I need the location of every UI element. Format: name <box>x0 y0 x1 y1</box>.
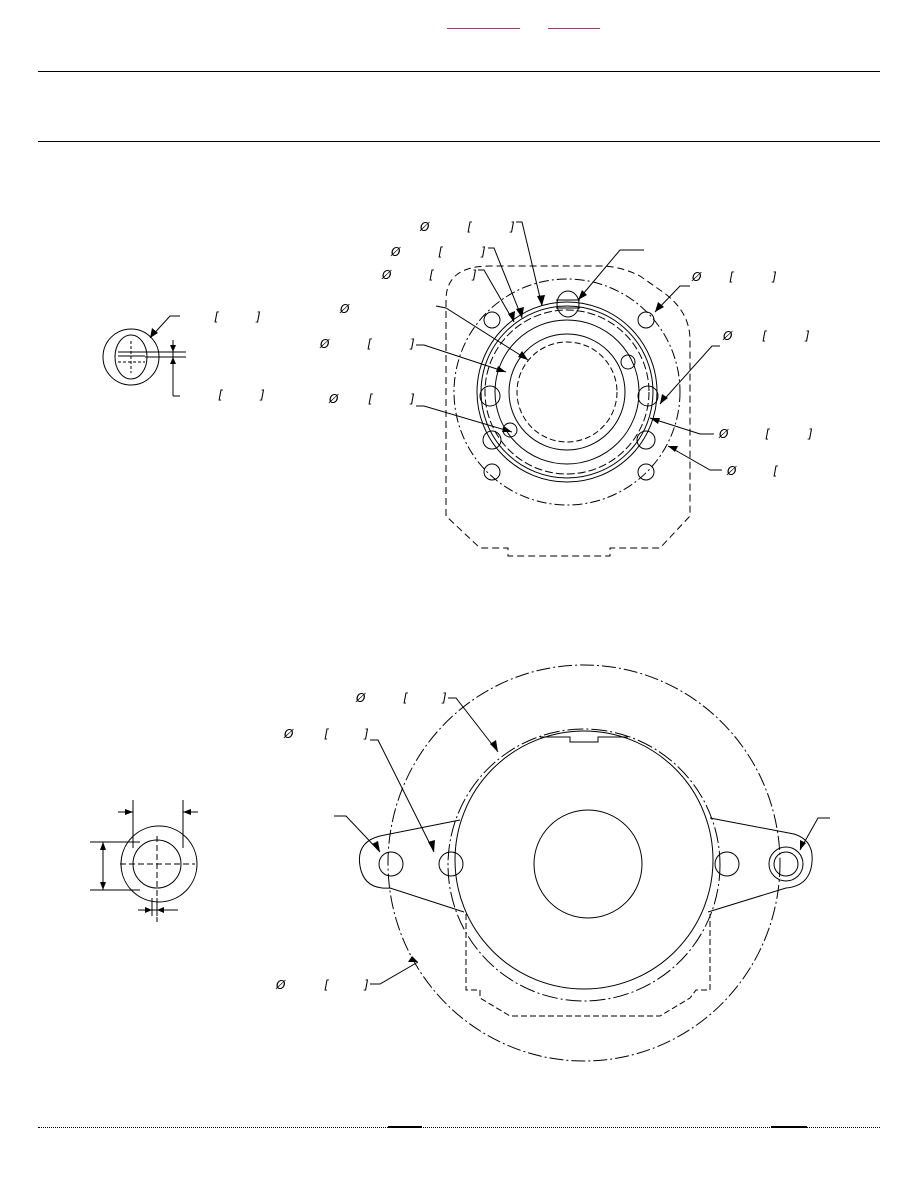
bracket-close: ] <box>363 727 369 741</box>
upper-bolt-hole <box>620 354 636 370</box>
upper-bolt-hole <box>483 463 501 481</box>
bracket-open: [ <box>729 270 735 284</box>
upper-bolt-hole <box>479 385 501 407</box>
bracket-open: [ <box>762 329 768 343</box>
lower-hole-detail-arrows <box>100 809 191 913</box>
lower-hole-detail <box>90 800 198 922</box>
bracket-close: ] <box>409 337 415 351</box>
lower-ear-hole-left <box>378 851 404 877</box>
upper-ring-5 <box>516 341 618 443</box>
header-link-1[interactable] <box>447 10 520 29</box>
header-top-rule <box>38 71 880 72</box>
bracket-close: ] <box>259 388 265 402</box>
bracket-open: [ <box>218 388 224 402</box>
diameter-symbol: Ø <box>390 245 401 259</box>
bracket-open: [ <box>367 337 373 351</box>
callout-symbols: Ø [ ] Ø [ ] Ø [ ] Ø [ ] Ø [ ] [ ] Ø [ ] … <box>214 220 813 992</box>
bracket-open: [ <box>368 392 374 406</box>
diameter-symbol: Ø <box>691 270 702 284</box>
bracket-close: ] <box>480 245 486 259</box>
upper-flange-circle <box>453 278 681 506</box>
bracket-open: [ <box>429 268 435 282</box>
diameter-symbol: Ø <box>355 691 366 705</box>
diameter-symbol: Ø <box>722 329 733 343</box>
lower-mounting-ears <box>358 819 465 913</box>
lower-bottom-tab <box>465 914 711 1017</box>
bracket-close: ] <box>441 691 447 705</box>
diameter-symbol: Ø <box>419 220 430 234</box>
footer-mark-left <box>388 1126 422 1128</box>
bracket-open: [ <box>214 310 220 324</box>
footer-mark-right <box>771 1126 807 1128</box>
upper-arrowheads <box>496 290 678 452</box>
upper-slot-detail-arrows <box>150 328 176 364</box>
upper-ring-3 <box>484 309 650 475</box>
upper-bolt-hole <box>637 385 659 407</box>
upper-bolt-hole <box>637 463 655 481</box>
upper-leaders <box>416 221 722 471</box>
diameter-symbol: Ø <box>718 427 729 441</box>
bracket-close: ] <box>804 329 810 343</box>
diameter-symbol: Ø <box>726 464 737 478</box>
diameter-symbol: Ø <box>328 392 339 406</box>
upper-ring-1 <box>476 301 658 483</box>
upper-bolt-hole <box>637 311 655 329</box>
lower-ear-hole <box>714 851 740 877</box>
lower-ear-hole <box>438 851 464 877</box>
bracket-open: [ <box>438 245 444 259</box>
bracket-open: [ <box>773 464 779 478</box>
lower-arrowheads <box>372 740 806 962</box>
bracket-close: ] <box>409 392 415 406</box>
bracket-close: ] <box>471 268 477 282</box>
lower-ear-hole-right <box>768 846 804 882</box>
upper-ring-2 <box>480 305 654 479</box>
lower-housing-view <box>358 664 813 1062</box>
lower-inner-circle-1 <box>447 728 721 1002</box>
lower-outer-ellipse <box>387 664 781 1062</box>
bracket-close: ] <box>509 220 515 234</box>
diameter-symbol: Ø <box>275 978 286 992</box>
bracket-close: ] <box>771 270 777 284</box>
bracket-close: ] <box>807 427 813 441</box>
lower-center-bore <box>533 809 643 919</box>
upper-slot-detail <box>102 315 186 397</box>
footer-rule <box>38 1127 880 1128</box>
upper-bolt-hole <box>483 311 501 329</box>
upper-bolt-hole <box>636 430 656 450</box>
bracket-open: [ <box>467 220 473 234</box>
lower-leaders <box>334 697 830 985</box>
diameter-symbol: Ø <box>319 337 330 351</box>
header-link-2[interactable] <box>548 10 600 29</box>
upper-bolt-hole <box>482 430 502 450</box>
lower-inner-circle-2 <box>454 730 714 990</box>
bracket-open: [ <box>324 727 330 741</box>
bracket-open: [ <box>765 427 771 441</box>
upper-housing-outline <box>445 265 691 557</box>
upper-top-slot <box>556 290 580 318</box>
bracket-close: ] <box>255 310 261 324</box>
diameter-symbol: Ø <box>283 727 294 741</box>
bracket-open: [ <box>403 691 409 705</box>
upper-ring-6 <box>508 333 626 451</box>
header-bottom-rule <box>38 141 880 142</box>
bracket-open: [ <box>324 978 330 992</box>
diameter-symbol: Ø <box>381 268 392 282</box>
diameter-symbol: Ø <box>339 302 350 316</box>
upper-housing-view <box>445 265 691 557</box>
bracket-close: ] <box>363 978 369 992</box>
